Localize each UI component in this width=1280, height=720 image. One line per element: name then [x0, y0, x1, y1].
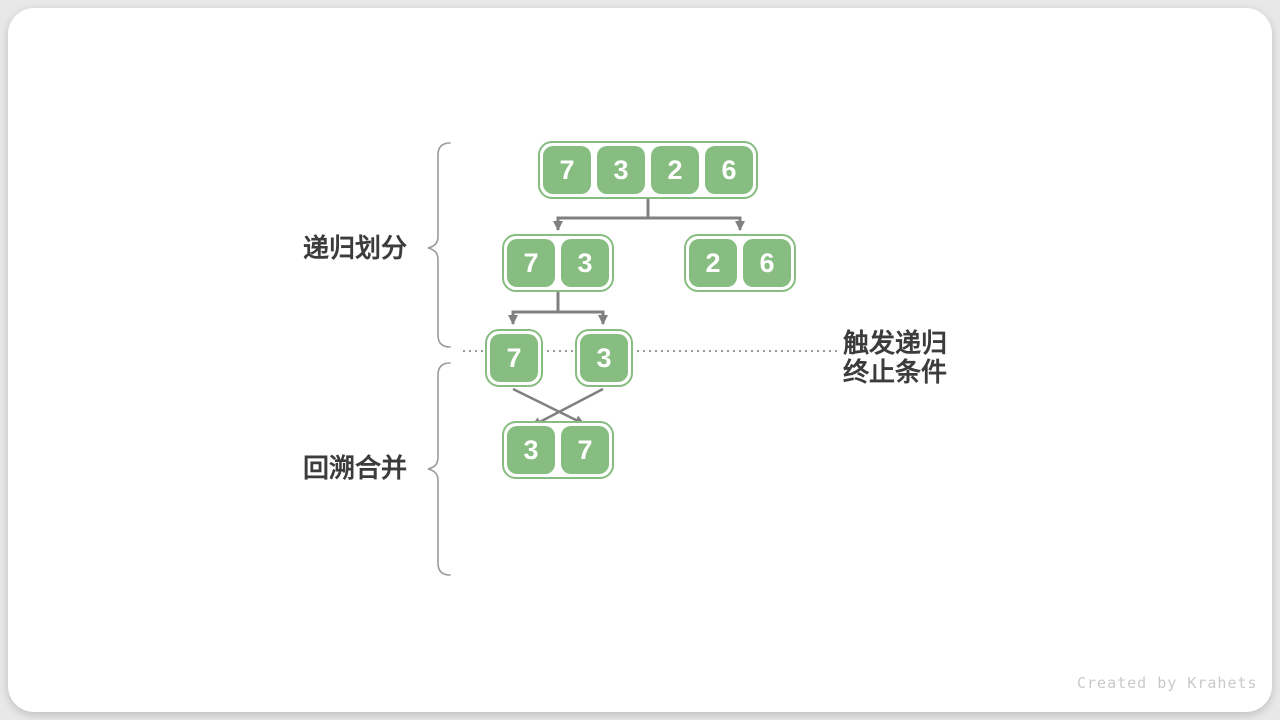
base-case-annotation: 触发递归 终止条件 [843, 329, 947, 387]
array-group-level1: 7 3 2 6 [538, 141, 758, 199]
array-cell: 7 [490, 334, 538, 382]
array-cell: 3 [507, 426, 555, 474]
array-cell: 7 [561, 426, 609, 474]
watermark-credit: Created by Krahets [1077, 674, 1258, 692]
array-cell: 7 [543, 146, 591, 194]
array-cell: 2 [689, 239, 737, 287]
array-cell: 6 [705, 146, 753, 194]
array-group-level3-right: 3 [575, 329, 633, 387]
base-case-annotation-line2: 终止条件 [843, 357, 948, 387]
array-cell: 2 [651, 146, 699, 194]
merge-phase-label: 回溯合并 [303, 453, 408, 483]
array-group-level3-left: 7 [485, 329, 543, 387]
array-cell: 6 [743, 239, 791, 287]
array-group-level4-merged: 3 7 [502, 421, 614, 479]
base-case-annotation-line1: 触发递归 [843, 328, 948, 358]
merge-brace [427, 362, 451, 576]
array-group-level2-left: 7 3 [502, 234, 614, 292]
array-cell: 3 [580, 334, 628, 382]
array-cell: 7 [507, 239, 555, 287]
divide-phase-label: 递归划分 [303, 233, 408, 263]
array-cell: 3 [597, 146, 645, 194]
merge-arrow-left-to-right [512, 387, 585, 426]
content-card [8, 8, 1272, 712]
divide-brace [427, 142, 451, 348]
array-group-level2-right: 2 6 [684, 234, 796, 292]
merge-arrow-right-to-left [531, 387, 604, 428]
array-cell: 3 [561, 239, 609, 287]
